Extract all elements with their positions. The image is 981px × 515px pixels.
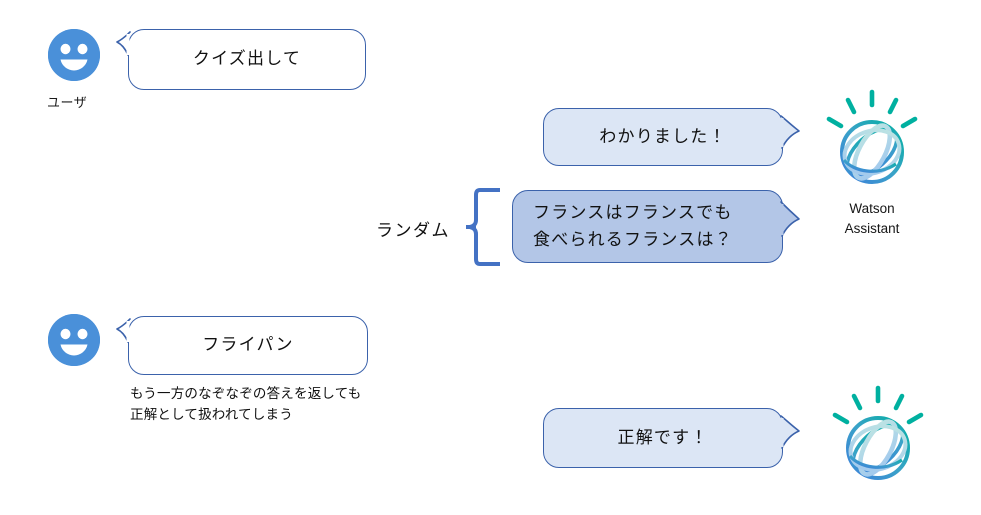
watson-assistant-block-1: Watson Assistant [820,88,924,238]
chat-bubble-assistant-3-body[interactable]: 正解です！ [543,408,783,468]
watson-assistant-logo-icon [832,385,924,480]
smiley-face-icon [48,314,100,366]
random-brace-label: ランダム [376,221,450,240]
chat-bubble-user-2-body[interactable]: フライパン [128,316,368,375]
chat-bubble-assistant-2[interactable]: フランスはフランスでも 食べられるフランスは？ [512,190,800,263]
chat-bubble-user-2-text: フライパン [202,335,294,355]
smiley-face-icon [48,29,100,81]
user-answer-note: もう一方のなぞなぞの答えを返しても 正解として扱われてしまう [130,386,362,422]
chat-bubble-user-1-text: クイズ出して [192,49,302,69]
chat-bubble-assistant-1-text: わかりました！ [599,126,727,146]
chat-bubble-assistant-1-body[interactable]: わかりました！ [543,108,783,166]
avatar-user-2 [48,314,100,366]
watson-assistant-name: Watson Assistant [844,201,900,236]
avatar-user-1 [48,29,100,81]
watson-assistant-block-2 [826,384,930,493]
chat-bubble-assistant-2-body[interactable]: フランスはフランスでも 食べられるフランスは？ [512,190,783,263]
avatar-label-user: ユーザ [47,95,88,110]
watson-assistant-logo-icon [826,89,918,184]
chat-bubble-assistant-3-text: 正解です！ [617,427,709,447]
chat-bubble-assistant-2-text: フランスはフランスでも 食べられるフランスは？ [533,203,733,249]
chat-bubble-user-2[interactable]: フライパン [116,316,368,375]
chat-bubble-user-1[interactable]: クイズ出して [116,29,366,90]
chat-bubble-assistant-1[interactable]: わかりました！ [543,108,800,166]
random-brace-icon [466,188,500,266]
chat-bubble-user-1-body[interactable]: クイズ出して [128,29,366,90]
chat-bubble-assistant-3[interactable]: 正解です！ [543,408,800,468]
